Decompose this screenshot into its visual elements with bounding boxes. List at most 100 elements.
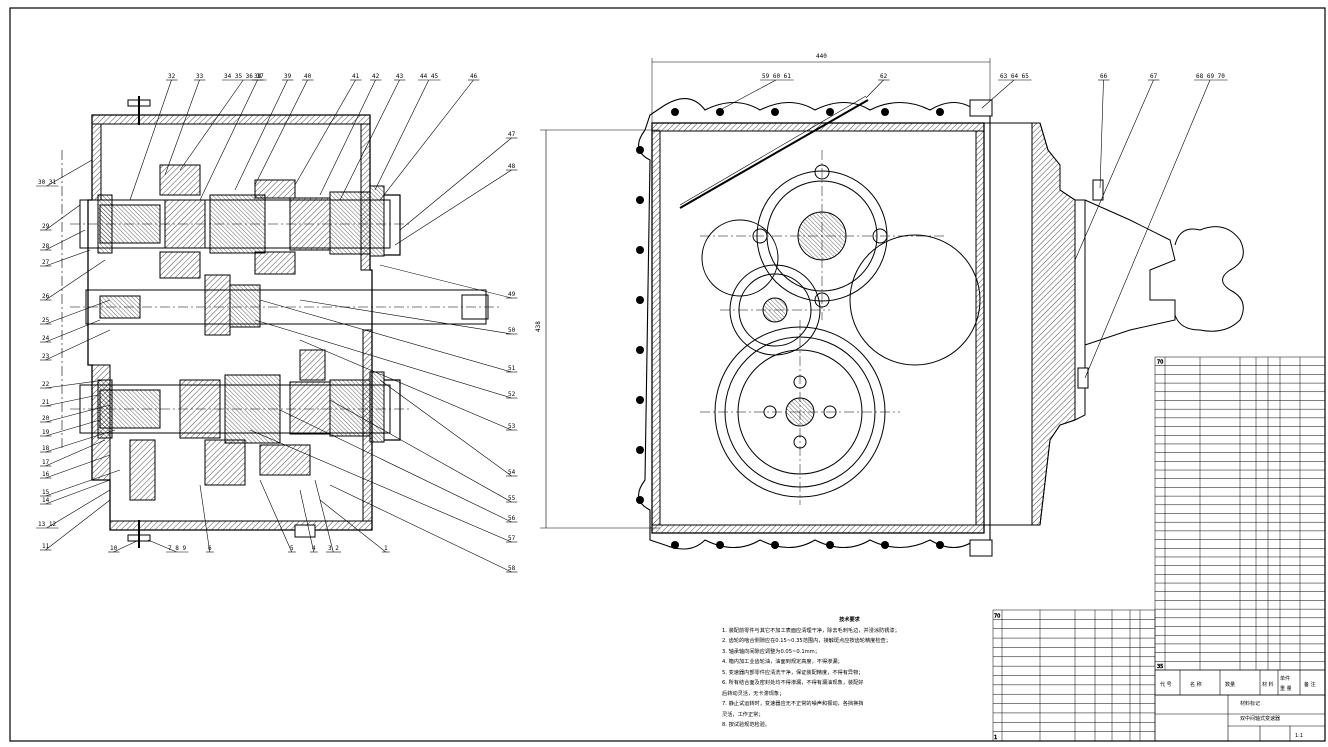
callout-number: 18 [42, 445, 50, 452]
header-code: 代 号 [1160, 681, 1172, 688]
callout-number: 38 [254, 73, 262, 80]
leader-line [379, 79, 474, 201]
leader-line [299, 339, 512, 431]
leader-line [254, 319, 512, 399]
callout-number: 53 [508, 423, 516, 430]
leader-line [981, 79, 1015, 109]
title-block [1154, 669, 1326, 742]
callout-number: 11 [42, 543, 50, 550]
header-material: 材 料 [1262, 681, 1274, 688]
leader-line [45, 204, 81, 231]
leader-line [199, 79, 258, 201]
callout-number: 50 [508, 327, 516, 334]
leader-line [399, 137, 512, 231]
leader-line [299, 489, 315, 553]
parts-left-last-item: 1 [994, 735, 997, 741]
leader-line [294, 79, 356, 186]
callout-number: 22 [42, 381, 50, 388]
callout-number: 4 [312, 545, 316, 552]
leader-line [379, 264, 512, 299]
callout-number: 29 [42, 223, 50, 230]
material-label: 材料标记 [1240, 700, 1260, 707]
callout-number: 56 [508, 515, 516, 522]
callout-number: 26 [42, 293, 50, 300]
callout-number: 16 [42, 471, 50, 478]
leader-line [329, 399, 512, 503]
left-section-view [61, 96, 500, 548]
leader-line [129, 79, 172, 201]
callout-number: 62 [880, 73, 888, 80]
callout-number: 27 [42, 259, 50, 266]
leader-line [164, 79, 200, 176]
leader-line [1074, 79, 1154, 261]
leader-line [299, 299, 512, 335]
technical-note-line: 后转动灵活，无卡滞现象； [722, 690, 785, 697]
callout-number: 5 [290, 545, 294, 552]
drawing-name: 双中间轴式变速器 [1240, 715, 1280, 722]
leader-line [45, 479, 111, 505]
leader-line [329, 484, 512, 573]
right-end-view [540, 58, 1244, 557]
leader-line [45, 439, 106, 467]
leader-line [259, 299, 512, 373]
callout-number: 59 60 61 [762, 73, 791, 80]
callout-number: 17 [42, 459, 50, 466]
leader-line [319, 79, 376, 196]
leader-line [45, 454, 111, 479]
leader-line [45, 499, 111, 551]
header-name: 名 称 [1190, 681, 1202, 688]
leader-line [45, 259, 106, 301]
leader-line [259, 479, 293, 553]
header-qty: 数量 [1225, 681, 1235, 688]
leader-line [394, 169, 512, 246]
callout-number: 23 [42, 353, 50, 360]
callout-number: 33 [196, 73, 204, 80]
technical-note-line: 6. 所有结合面及密封处均不得渗漏，不得有漏油现象，装配好 [722, 680, 864, 686]
leader-line [865, 79, 884, 99]
leader-line [147, 539, 177, 553]
technical-notes-title: 技术要求 [839, 617, 860, 623]
callout-number: 20 [42, 415, 50, 422]
leader-line [113, 539, 140, 553]
callout-number: 54 [508, 469, 516, 476]
callout-number: 40 [304, 73, 312, 80]
callout-number: 55 [508, 495, 516, 502]
leader-line [1099, 79, 1104, 189]
leader-line [719, 79, 777, 111]
callout-number: 30 31 [38, 179, 56, 186]
leader-line [249, 429, 512, 543]
callout-number: 13 12 [38, 521, 56, 528]
callout-number: 10 [110, 545, 118, 552]
callout-number: 34 35 36 37 [224, 73, 264, 80]
header-remark: 备 注 [1304, 681, 1316, 688]
leader-line [254, 79, 308, 186]
technical-note-line: 8. 按试验规范检验。 [722, 722, 771, 728]
callout-number: 25 [42, 317, 50, 324]
callout-number: 46 [470, 73, 478, 80]
technical-notes: 技术要求 1. 装配前零件与其它不加工表面应清理干净，除去毛刺毛边，并浸涂防锈漆… [722, 615, 977, 731]
leader-line [279, 409, 512, 523]
callout-number: 24 [42, 335, 50, 342]
callout-number: 21 [42, 399, 50, 406]
parts-list-left: 701 [992, 609, 1156, 742]
leader-line [379, 379, 512, 477]
callout-number: 48 [508, 163, 516, 170]
callout-number: 51 [508, 365, 516, 372]
leader-line [1084, 79, 1211, 379]
leader-line [45, 429, 116, 453]
technical-note-line: 7. 静止试运转时，变速器应无不正常的噪声和振动，各挡换挡 [722, 701, 864, 707]
leader-line [45, 394, 99, 407]
callout-number: 28 [42, 243, 50, 250]
technical-note-line: 灵活，工作正常； [722, 711, 764, 718]
header-weight: 重 量 [1280, 685, 1292, 692]
callout-number: 52 [508, 391, 516, 398]
callout-number: 49 [508, 291, 516, 298]
callout-number: 44 45 [420, 73, 438, 80]
technical-note-line: 5. 变速器内部零件应清洗干净，保证装配精度，不得有异物； [722, 669, 864, 676]
left-view-leaders [36, 79, 518, 573]
leader-line [46, 159, 93, 187]
leader-line [45, 319, 101, 343]
